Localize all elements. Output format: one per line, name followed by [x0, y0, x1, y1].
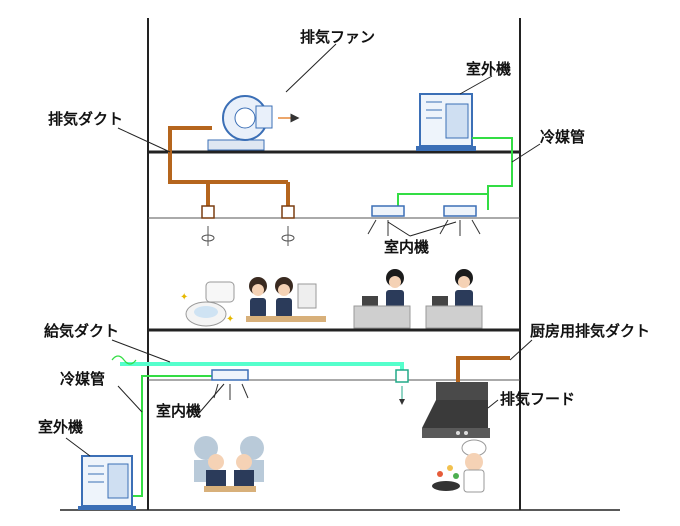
indoor-unit-icon [211, 369, 249, 400]
toilet-icon: ✦ ✦ [180, 281, 235, 327]
label-exhaust-hood: 排気フード [500, 390, 575, 408]
intake-air-icon [111, 355, 137, 365]
exhaust-grille [201, 205, 295, 219]
indoor-unit-icon [367, 205, 481, 236]
office-worker-icon [353, 269, 483, 329]
office-worker-icon [246, 277, 326, 322]
label-kitchen-exhaust-duct: 厨房用排気ダクト [530, 322, 650, 340]
label-supply-duct: 給気ダクト [44, 322, 119, 340]
refrigerant-pipe-upper [397, 137, 513, 210]
fan-icon [207, 95, 300, 151]
label-indoor-unit-upper: 室内機 [384, 238, 429, 256]
chef-icon [432, 439, 487, 493]
outdoor-unit-icon [416, 93, 476, 151]
label-exhaust-duct: 排気ダクト [48, 110, 123, 128]
supply-duct [120, 362, 404, 372]
svg-text:✦: ✦ [180, 292, 188, 303]
kitchen-exhaust-duct [456, 356, 510, 384]
label-refrigerant-pipe-lower: 冷媒管 [60, 370, 105, 388]
airflow-arrow-icon [201, 226, 295, 246]
label-outdoor-unit-roof: 室外機 [466, 60, 511, 78]
exhaust-duct [168, 126, 290, 208]
label-indoor-unit-lower: 室内機 [156, 402, 201, 420]
building-structure [60, 18, 620, 511]
refrigerant-pipe-lower [130, 375, 216, 497]
label-exhaust-fan: 排気ファン [300, 28, 375, 46]
leader-lines [65, 43, 541, 457]
supply-grille [395, 369, 409, 405]
range-hood-icon [422, 382, 490, 438]
restaurant-guest-icon [194, 436, 264, 492]
outdoor-unit-icon [78, 455, 136, 510]
label-outdoor-unit-ground: 室外機 [38, 418, 83, 436]
svg-text:✦: ✦ [226, 314, 234, 325]
label-refrigerant-pipe-upper: 冷媒管 [540, 128, 585, 146]
